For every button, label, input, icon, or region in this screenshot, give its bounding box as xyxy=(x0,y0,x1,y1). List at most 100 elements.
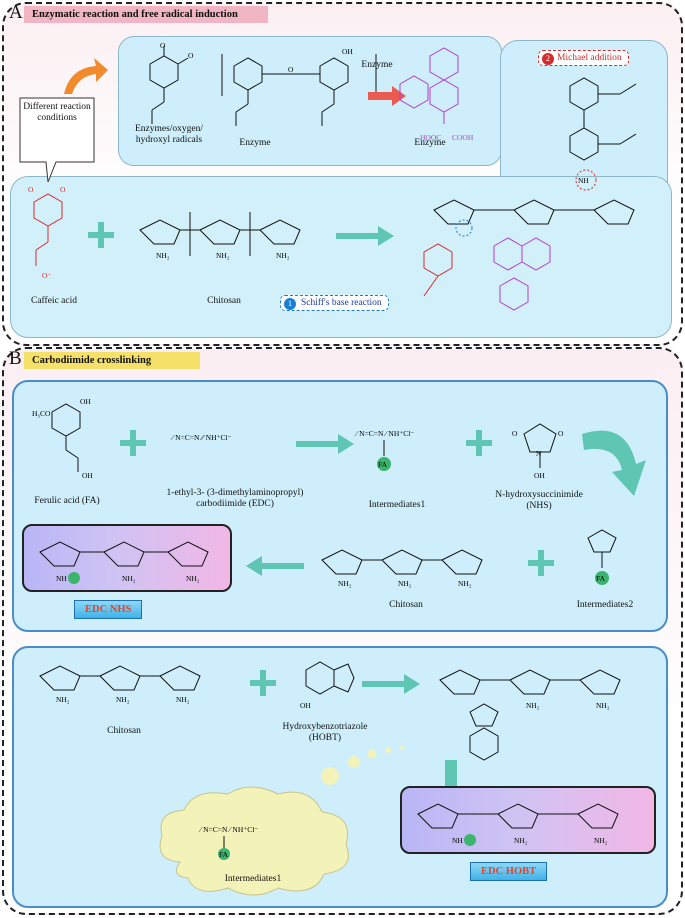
enzyme-arrow-label: Enzyme xyxy=(361,60,393,70)
chitosan-structure-a: NH₂ NH₂ NH₂ xyxy=(139,212,301,260)
svg-text:N: N xyxy=(536,449,542,458)
hobt-label: Hydroxybenzotriazole (HOBT) xyxy=(282,722,368,744)
svg-text:NH₂: NH₂ xyxy=(338,579,352,588)
svg-text:FA: FA xyxy=(378,460,388,469)
enzyme-label-2: Enzyme xyxy=(414,138,446,148)
svg-text:NH₂: NH₂ xyxy=(156,251,170,260)
speech-bubble-text: Different reaction conditions xyxy=(23,102,91,124)
right-arrow-icon xyxy=(296,434,354,454)
svg-text:NH₂: NH₂ xyxy=(116,695,130,704)
svg-text:NH₂: NH₂ xyxy=(458,579,472,588)
svg-text:O: O xyxy=(28,185,34,194)
michael-structure: NH xyxy=(569,77,637,191)
svg-text:⁄ N=C=N ⁄ NH⁺Cl⁻: ⁄ N=C=N ⁄ NH⁺Cl⁻ xyxy=(354,429,414,438)
intermediate1-structure: ⁄ N=C=N ⁄ NH⁺Cl⁻ FA xyxy=(354,429,414,471)
svg-text:NH₂: NH₂ xyxy=(216,251,230,260)
michael-addition-tag: Michael addition xyxy=(538,50,629,66)
hobt-structure: OH xyxy=(300,661,355,710)
edc-structure: ⁄ N=C=N ⁄⁄ NH⁺Cl⁻ xyxy=(170,433,232,442)
edc-hobt-label: EDC HOBT xyxy=(470,862,548,881)
schiff-base-tag: Schiff's base reaction xyxy=(280,295,389,311)
curved-arrow-icon xyxy=(582,430,646,496)
edc-hobt-structure: NH NH₂ NH₂ xyxy=(417,803,619,846)
svg-text:OH: OH xyxy=(80,397,91,406)
thought-cloud-icon: ⁄ N=C=N ⁄ NH⁺Cl⁻ FA xyxy=(159,786,349,896)
schiff-base-text: Schiff's base reaction xyxy=(301,298,382,308)
svg-text:NH₂: NH₂ xyxy=(122,574,136,583)
right-arrow-icon xyxy=(362,674,420,694)
schiff-number-badge: 1 xyxy=(284,298,296,310)
panel-b-letter: B xyxy=(9,348,22,369)
svg-text:FA: FA xyxy=(219,850,229,859)
top-structures: O O O OH HOOC COOH xyxy=(149,41,474,142)
right-arrow-icon xyxy=(336,226,394,246)
michael-number-badge: 2 xyxy=(542,53,554,65)
plus-icon xyxy=(250,670,276,696)
svg-text:HOOC: HOOC xyxy=(420,133,441,142)
enzyme-box xyxy=(118,36,502,166)
plus-icon xyxy=(120,430,146,456)
svg-text:NH₂: NH₂ xyxy=(56,695,70,704)
chitosan-label-a: Chitosan xyxy=(207,296,241,306)
svg-text:NH₂: NH₂ xyxy=(398,579,412,588)
svg-text:O: O xyxy=(188,51,194,60)
svg-text:O: O xyxy=(558,429,564,438)
svg-text:O: O xyxy=(60,185,66,194)
plus-icon xyxy=(88,222,114,248)
edc-nhs-product xyxy=(22,524,232,592)
panel-b-banner: Carbodiimide crosslinking xyxy=(24,352,200,369)
michael-addition-text: Michael addition xyxy=(557,53,622,63)
svg-text:OH: OH xyxy=(342,47,353,56)
svg-text:NH₂: NH₂ xyxy=(596,701,610,710)
svg-text:O: O xyxy=(288,65,294,74)
svg-text:NH₂: NH₂ xyxy=(526,701,540,710)
chitosan-label-b1: Chitosan xyxy=(389,600,423,610)
plus-icon xyxy=(528,550,554,576)
svg-text:OH: OH xyxy=(534,471,545,480)
edc-hobt-product xyxy=(400,786,656,854)
plus-icon xyxy=(466,430,492,456)
intermediate2-label: Intermediates2 xyxy=(576,600,634,610)
edc-nhs-structure: NH NH₂ NH₂ xyxy=(39,541,209,584)
svg-text:OH: OH xyxy=(82,471,93,480)
svg-text:COOH: COOH xyxy=(452,133,474,142)
svg-text:NH₂: NH₂ xyxy=(176,695,190,704)
chitosan-label-b2: Chitosan xyxy=(107,726,141,736)
svg-text:H₃CO: H₃CO xyxy=(32,409,51,418)
enzymes-label: Enzymes/oxygen/ hydroxyl radicals xyxy=(134,124,204,146)
intermediate2-structure: FA xyxy=(587,529,617,585)
intermediate1-label: Intermediates1 xyxy=(368,500,426,510)
chitosan-structure-b1: NH₂ NH₂ NH₂ xyxy=(321,549,483,588)
nhs-label: N-hydroxysuccinimide (NHS) xyxy=(495,490,583,512)
svg-text:NH: NH xyxy=(578,176,589,185)
svg-text:NH: NH xyxy=(56,574,67,583)
caffeic-acid-label: Caffeic acid xyxy=(31,296,77,306)
edc-label: 1-ethyl-3- (3-dimethylaminopropyl) carbo… xyxy=(166,488,304,510)
panel-a-banner: Enzymatic reaction and free radical indu… xyxy=(24,6,268,23)
caffeic-structure: O O O⁻ xyxy=(28,185,66,280)
hobt-product-structure: NH₂ NH₂ xyxy=(439,669,621,761)
svg-text:NH₂: NH₂ xyxy=(186,574,200,583)
svg-text:O: O xyxy=(160,41,166,50)
orange-arrow-icon xyxy=(64,58,108,94)
svg-text:NH₂: NH₂ xyxy=(514,836,528,845)
reaction-box xyxy=(10,176,672,338)
nhs-structure: O O N OH xyxy=(512,423,564,480)
enzyme-label-1: Enzyme xyxy=(239,138,271,148)
product-structure-a xyxy=(423,199,635,311)
thought-dots-icon xyxy=(321,746,404,785)
svg-text:OH: OH xyxy=(300,701,311,710)
edc-nhs-label: EDC NHS xyxy=(74,600,143,619)
svg-text:⁄ N=C=N ⁄ NH⁺Cl⁻: ⁄ N=C=N ⁄ NH⁺Cl⁻ xyxy=(198,825,258,834)
left-arrow-icon xyxy=(246,556,304,576)
ferulic-acid-label: Ferulic acid (FA) xyxy=(34,496,100,506)
svg-text:NH₂: NH₂ xyxy=(594,836,608,845)
intermediate1b-label: Intermediates1 xyxy=(224,874,282,884)
svg-text:FA: FA xyxy=(596,574,606,583)
svg-text:O⁻: O⁻ xyxy=(42,271,51,280)
svg-text:NH₂: NH₂ xyxy=(276,251,290,260)
svg-text:⁄ N=C=N ⁄⁄ NH⁺Cl⁻: ⁄ N=C=N ⁄⁄ NH⁺Cl⁻ xyxy=(170,433,232,442)
panel-a-letter: A xyxy=(9,2,23,23)
svg-text:NH: NH xyxy=(452,836,463,845)
svg-text:O: O xyxy=(512,429,518,438)
